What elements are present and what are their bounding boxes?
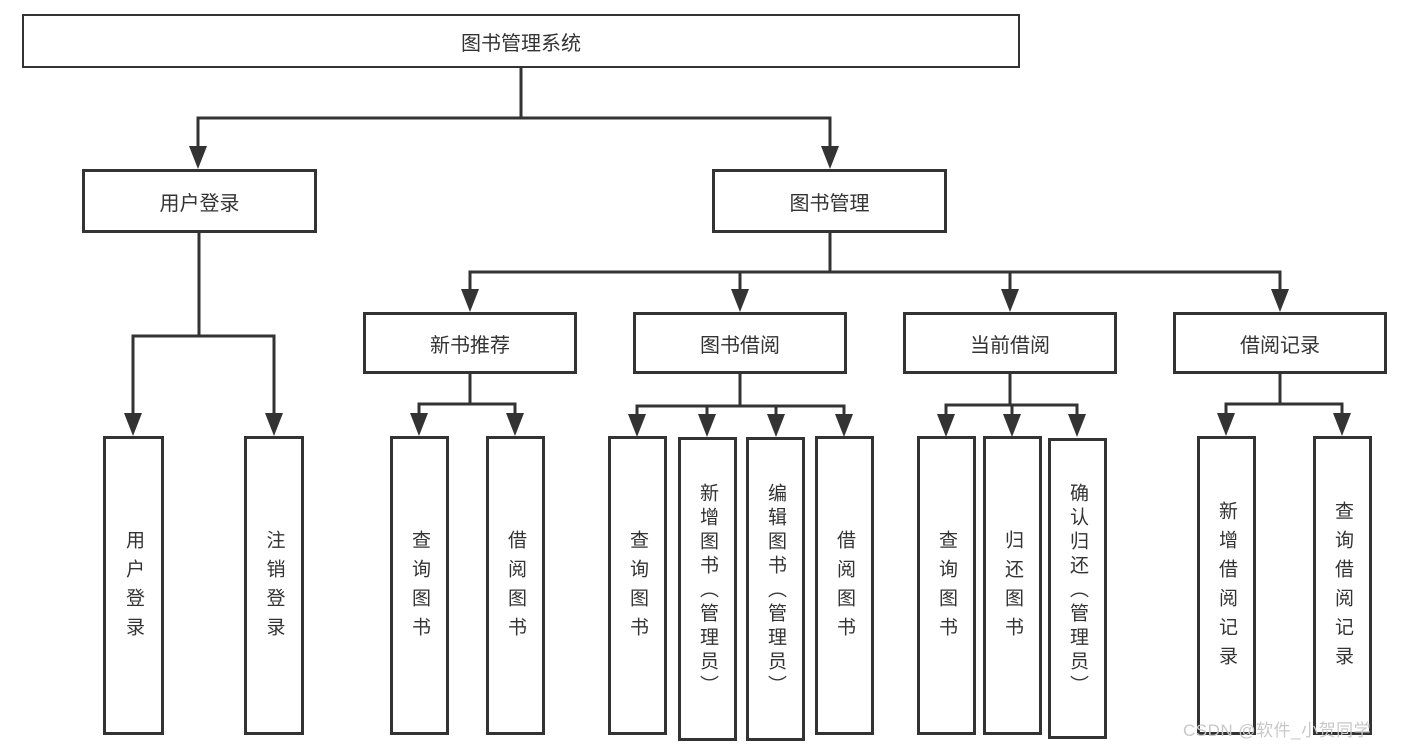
leaf-borrow-borrow-books: 借阅图书 bbox=[815, 436, 874, 735]
leaf-newbook-query-books: 查询图书 bbox=[390, 436, 449, 735]
leaf-current-query-books: 查询图书 bbox=[917, 436, 976, 735]
leaf-query-borrow-record-label: 查询借阅记录 bbox=[1332, 500, 1353, 675]
leaf-return-books-label: 归还图书 bbox=[1002, 529, 1023, 646]
leaf-add-borrow-record-label: 新增借阅记录 bbox=[1216, 500, 1237, 675]
connector-root bbox=[196, 68, 832, 147]
node-root-system: 图书管理系统 bbox=[22, 14, 1020, 68]
leaf-borrow-borrow-books-label: 借阅图书 bbox=[834, 529, 855, 646]
leaf-newbook-query-books-label: 查询图书 bbox=[409, 529, 430, 646]
leaf-borrow-query-books-label: 查询图书 bbox=[627, 529, 648, 646]
node-current-borrow: 当前借阅 bbox=[903, 312, 1117, 374]
leaf-add-book-admin-label: 新增图书（管理员） bbox=[697, 483, 718, 699]
connector-book-borrow bbox=[635, 374, 846, 415]
node-book-borrow: 图书借阅 bbox=[633, 312, 847, 374]
node-new-book-recommend: 新书推荐 bbox=[363, 312, 577, 374]
leaf-confirm-return-admin: 确认归还（管理员） bbox=[1048, 438, 1107, 739]
node-book-management-label: 图书管理 bbox=[789, 192, 870, 215]
node-root-label: 图书管理系统 bbox=[461, 32, 581, 55]
leaf-confirm-return-admin-label: 确认归还（管理员） bbox=[1067, 482, 1088, 699]
leaf-borrow-query-books: 查询图书 bbox=[608, 436, 667, 735]
leaf-newbook-borrow-books: 借阅图书 bbox=[486, 436, 545, 735]
leaf-query-borrow-record: 查询借阅记录 bbox=[1313, 436, 1372, 735]
leaf-edit-book-admin-label: 编辑图书（管理员） bbox=[765, 483, 786, 699]
connector-borrow-record bbox=[1224, 374, 1344, 414]
node-borrow-record: 借阅记录 bbox=[1173, 312, 1387, 374]
leaf-user-login-label: 用户登录 bbox=[123, 529, 144, 646]
leaf-add-book-admin: 新增图书（管理员） bbox=[678, 437, 737, 741]
node-book-borrow-label: 图书借阅 bbox=[700, 334, 780, 357]
connector-user-login bbox=[131, 233, 276, 414]
leaf-logout-label: 注销登录 bbox=[263, 529, 285, 646]
connector-current-borrow bbox=[944, 374, 1079, 415]
leaf-logout: 注销登录 bbox=[244, 436, 304, 735]
csdn-watermark: CSDN @软件_小贺同学 bbox=[1183, 721, 1372, 740]
node-new-book-recommend-label: 新书推荐 bbox=[430, 334, 510, 357]
leaf-return-books: 归还图书 bbox=[983, 436, 1042, 735]
node-user-login: 用户登录 bbox=[82, 169, 317, 233]
node-borrow-record-label: 借阅记录 bbox=[1240, 334, 1320, 357]
node-book-management: 图书管理 bbox=[712, 169, 947, 233]
node-current-borrow-label: 当前借阅 bbox=[970, 334, 1050, 357]
connector-new-book bbox=[417, 374, 517, 414]
leaf-add-borrow-record: 新增借阅记录 bbox=[1197, 436, 1256, 735]
connector-book-management bbox=[468, 233, 1282, 290]
leaf-newbook-borrow-books-label: 借阅图书 bbox=[505, 529, 526, 646]
leaf-current-query-books-label: 查询图书 bbox=[936, 529, 957, 646]
node-user-login-label: 用户登录 bbox=[159, 192, 240, 215]
leaf-edit-book-admin: 编辑图书（管理员） bbox=[746, 437, 805, 741]
leaf-user-login: 用户登录 bbox=[103, 436, 164, 735]
arrowheads bbox=[124, 146, 1351, 437]
